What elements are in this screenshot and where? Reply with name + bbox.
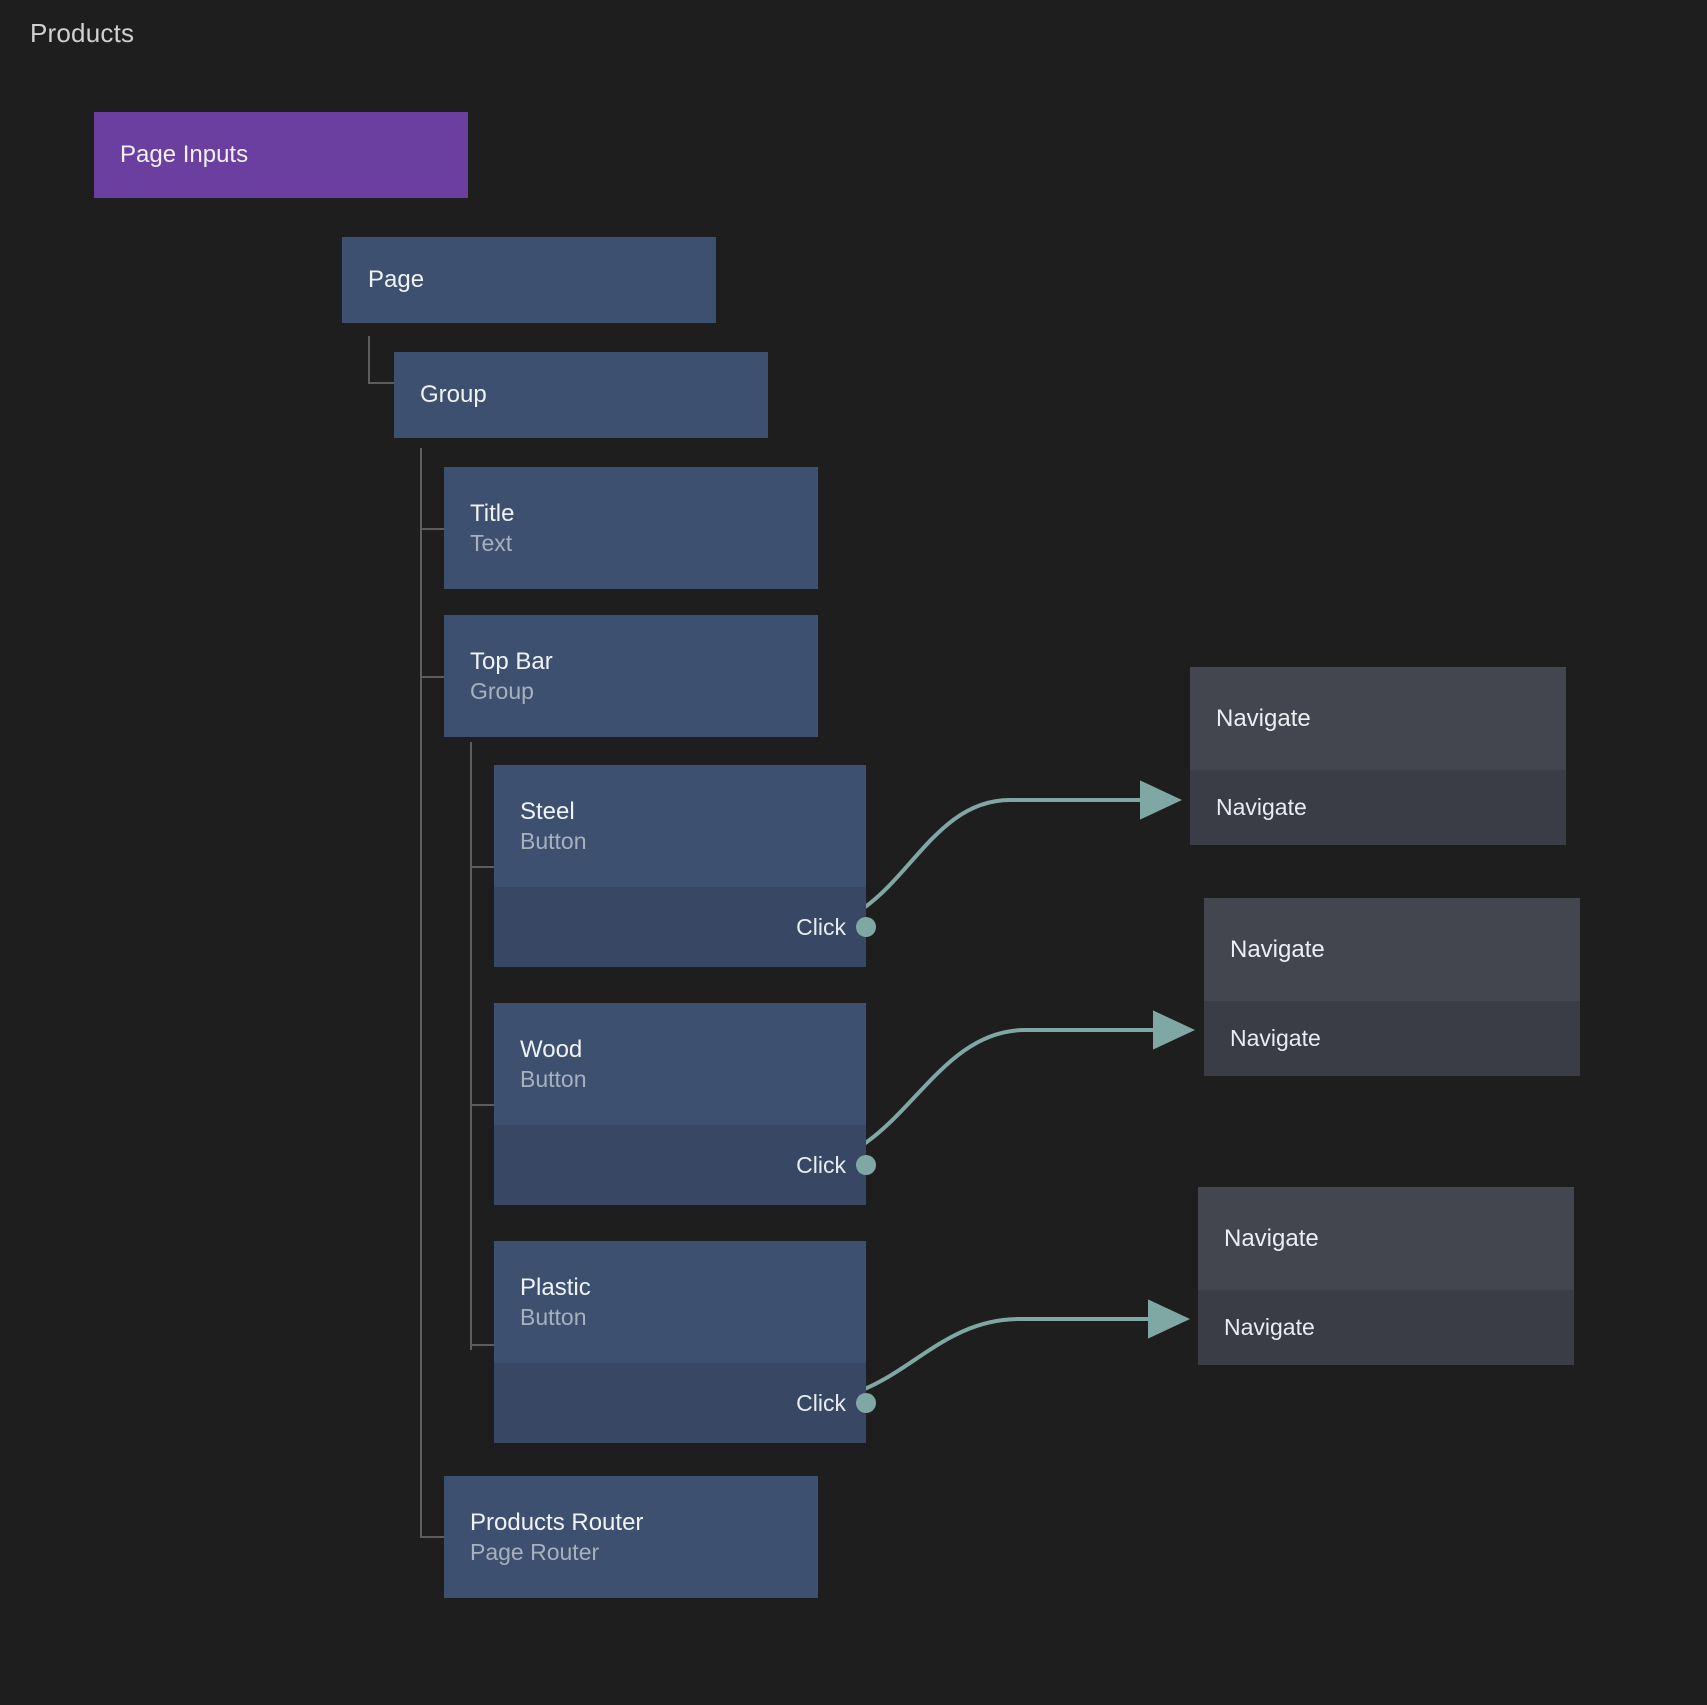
tree-guide-steel-h <box>470 866 496 868</box>
node-action-navigate-1[interactable]: Navigate Navigate <box>1190 667 1566 845</box>
port-dot-icon[interactable] <box>856 1393 876 1413</box>
node-button-plastic[interactable]: Plastic Button Click <box>494 1241 876 1443</box>
node-products-router[interactable]: Products Router Page Router <box>444 1476 818 1598</box>
event-port-click[interactable]: Click <box>494 1125 876 1205</box>
event-label: Click <box>796 1389 846 1416</box>
node-button-steel[interactable]: Steel Button Click <box>494 765 876 967</box>
tree-guide-router-h <box>420 1536 446 1538</box>
tree-guide-wood-h <box>470 1104 496 1106</box>
action-title: Navigate <box>1216 704 1311 732</box>
action-header: Navigate <box>1190 667 1566 771</box>
action-step-label: Navigate <box>1230 1025 1321 1052</box>
action-step[interactable]: Navigate <box>1190 770 1566 845</box>
tree-guide-page <box>368 336 370 384</box>
action-step[interactable]: Navigate <box>1198 1290 1574 1365</box>
tree-guide-topbar <box>470 742 472 1350</box>
node-header: Steel Button <box>494 765 866 887</box>
event-port-click[interactable]: Click <box>494 887 876 967</box>
node-title: Wood <box>520 1036 583 1064</box>
node-title: Page <box>368 266 425 294</box>
page-title: Products <box>30 18 135 48</box>
node-title-text[interactable]: Title Text <box>444 467 818 589</box>
node-type: Button <box>520 1303 587 1330</box>
node-group[interactable]: Group <box>394 352 768 438</box>
port-dot-icon[interactable] <box>856 917 876 937</box>
tree-guide-title-h <box>420 528 446 530</box>
node-top-bar[interactable]: Top Bar Group <box>444 615 818 737</box>
event-label: Click <box>796 913 846 940</box>
node-type: Button <box>520 827 587 854</box>
node-type: Text <box>470 529 513 556</box>
node-action-navigate-2[interactable]: Navigate Navigate <box>1204 898 1580 1076</box>
action-title: Navigate <box>1230 935 1325 963</box>
node-title: Page Inputs <box>120 141 249 168</box>
node-page[interactable]: Page <box>342 237 716 323</box>
node-title: Top Bar <box>470 648 553 676</box>
action-title: Navigate <box>1224 1224 1319 1252</box>
event-port-click[interactable]: Click <box>494 1363 876 1443</box>
node-title: Products Router <box>470 1509 644 1537</box>
node-action-navigate-3[interactable]: Navigate Navigate <box>1198 1187 1574 1365</box>
node-title: Plastic <box>520 1274 591 1302</box>
node-type: Button <box>520 1065 587 1092</box>
event-label: Click <box>796 1151 846 1178</box>
node-title: Title <box>470 500 515 528</box>
action-header: Navigate <box>1198 1187 1574 1291</box>
node-header: Plastic Button <box>494 1241 866 1363</box>
node-title: Group <box>420 381 487 409</box>
tree-guide-group <box>420 448 422 1538</box>
node-header: Wood Button <box>494 1003 866 1125</box>
action-step-label: Navigate <box>1224 1314 1315 1341</box>
tree-guide-plastic-h <box>470 1344 496 1346</box>
node-title: Steel <box>520 798 575 826</box>
node-type: Group <box>470 677 534 704</box>
tree-guide-topbar-h <box>420 676 446 678</box>
node-page-inputs[interactable]: Page Inputs <box>94 112 468 198</box>
node-type: Page Router <box>470 1538 600 1565</box>
action-step[interactable]: Navigate <box>1204 1001 1580 1076</box>
port-dot-icon[interactable] <box>856 1155 876 1175</box>
node-button-wood[interactable]: Wood Button Click <box>494 1003 876 1205</box>
action-step-label: Navigate <box>1216 794 1307 821</box>
action-header: Navigate <box>1204 898 1580 1002</box>
tree-guide-page-h <box>368 382 394 384</box>
